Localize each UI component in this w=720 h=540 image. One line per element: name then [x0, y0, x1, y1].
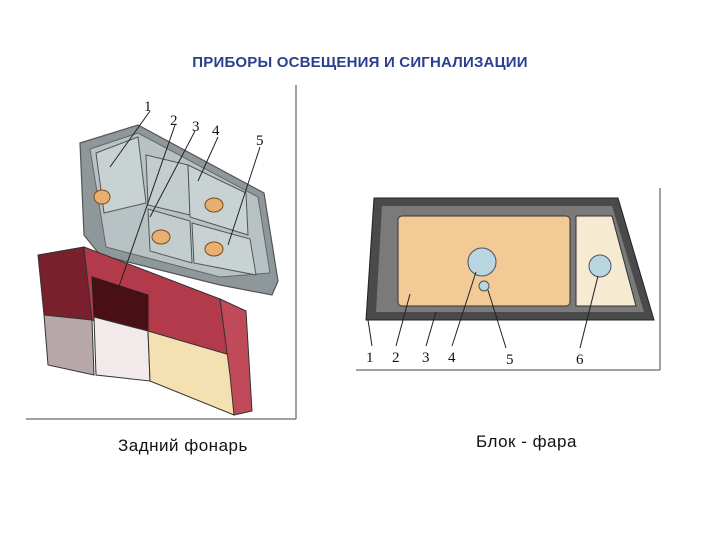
- callout-label: 5: [506, 352, 514, 368]
- headlamp-caption: Блок - фара: [476, 432, 577, 452]
- page-title: ПРИБОРЫ ОСВЕЩЕНИЯ И СИГНАЛИЗАЦИИ: [0, 54, 720, 71]
- callout-label: 2: [170, 113, 178, 129]
- callout-label: 3: [422, 350, 430, 366]
- callout-label: 5: [256, 133, 264, 149]
- rear-lamp-caption: Задний фонарь: [118, 436, 248, 456]
- main-lamp: [468, 248, 496, 276]
- callout-label: 4: [212, 123, 220, 139]
- callout-label: 2: [392, 350, 400, 366]
- bulb: [205, 242, 223, 256]
- side-lamp: [589, 255, 611, 277]
- callout-label: 3: [192, 119, 200, 135]
- small-lamp: [479, 281, 489, 291]
- rear-lamp-diagram: 1 2 3 4 5: [20, 85, 310, 425]
- bulb: [152, 230, 170, 244]
- callout-label: 4: [448, 350, 456, 366]
- callout-label: 1: [144, 99, 152, 115]
- callout-label: 1: [366, 350, 374, 366]
- headlamp-diagram: 1 2 3 4 5 6: [354, 184, 664, 374]
- bulb: [94, 190, 110, 204]
- callout-label: 6: [576, 352, 584, 368]
- bulb: [205, 198, 223, 212]
